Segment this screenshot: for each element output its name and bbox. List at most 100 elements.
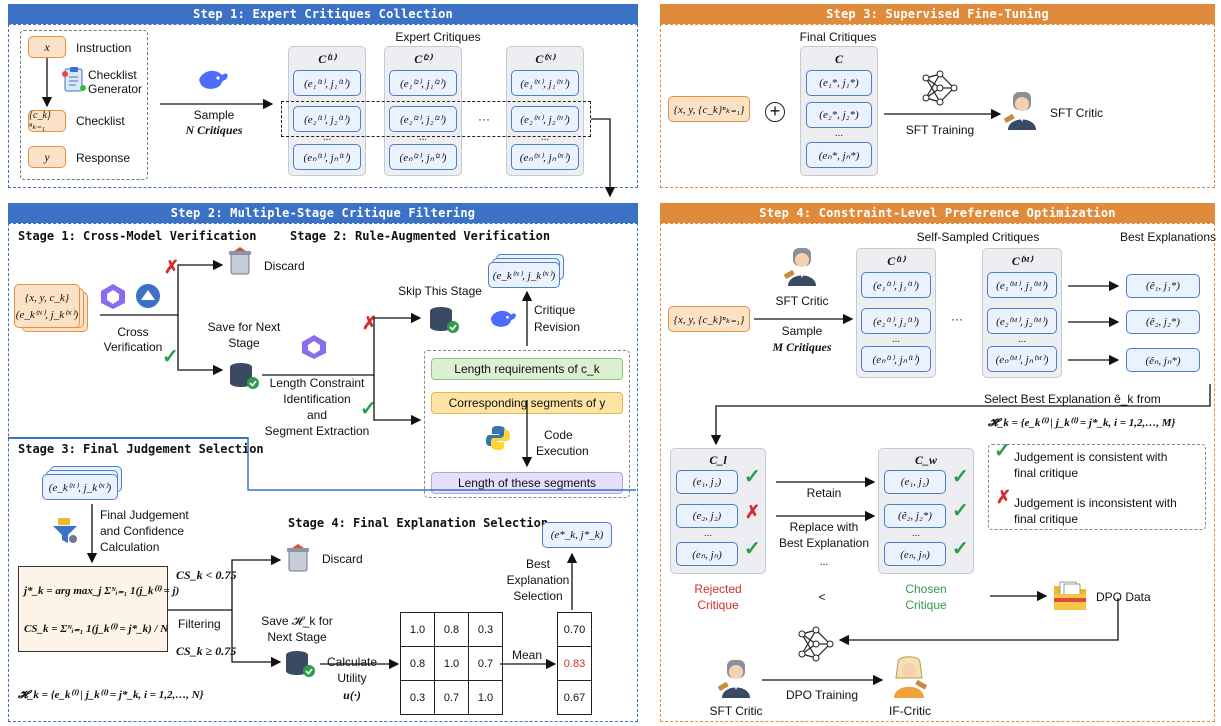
critique-cell: (e₂⁽¹⁾, j₂⁽¹⁾) xyxy=(293,106,361,132)
cross-label-2: Verification xyxy=(103,340,163,354)
checklist-icon xyxy=(62,66,86,94)
matrix-cell: 1.0 xyxy=(400,612,435,647)
rejected-label-1: Rejected xyxy=(694,582,742,596)
trash-icon xyxy=(228,247,252,275)
stage2-title: Stage 2: Rule-Augmented Verification xyxy=(290,229,551,243)
h-hat-formula: 𝓗̂_k = {e_k⁽ⁱ⁾ | j_k⁽ⁱ⁾ = j*_k, i = 1,2,… xyxy=(988,417,1176,429)
discard-label: Discard xyxy=(264,259,305,273)
calc-label-1: Calculate xyxy=(326,655,378,669)
legend-ok-1: Judgement is consistent with xyxy=(1014,450,1168,464)
whale-icon xyxy=(196,66,230,94)
matrix-cell: 0.8 xyxy=(400,646,435,681)
column-head: C⁽¹⁾ xyxy=(318,52,336,66)
sample-label-1: Sample xyxy=(193,108,235,122)
sample-m-label-1: Sample xyxy=(781,324,823,338)
x-box: x xyxy=(28,36,66,58)
if-critic-label: IF-Critic xyxy=(889,704,931,718)
step4-header: Step 4: Constraint-Level Preference Opti… xyxy=(660,203,1215,223)
database-icon-3 xyxy=(284,648,316,678)
legend-bad-2: final critique xyxy=(1014,512,1079,526)
final-judgement-1: Final Judgement xyxy=(100,508,189,522)
critique-cell: (eₙ⁽¹⁾, jₙ⁽¹⁾) xyxy=(861,346,931,372)
reject-x-icon: ✗ xyxy=(164,257,180,277)
critique-cell: (eₙ⁽ᴹ⁾, jₙ⁽ᴹ⁾) xyxy=(987,346,1057,372)
self-sampled-label: Self-Sampled Critiques xyxy=(916,230,1040,244)
save-label-2: Stage xyxy=(228,336,260,350)
funnel-icon xyxy=(50,516,80,546)
check-icon: ✓ xyxy=(952,466,969,488)
accept-check-icon-2: ✓ xyxy=(360,398,377,420)
h-set-formula: 𝓗_k = {e_k⁽ⁱ⁾ | j_k⁽ⁱ⁾ = j*_k, i = 1,2,…… xyxy=(18,689,204,701)
critique-cell: (e₂⁽²⁾, j₂⁽²⁾) xyxy=(389,106,457,132)
critique-cell: (e₂⁽ᴹ⁾, j₂⁽ᴹ⁾) xyxy=(987,308,1057,334)
sample-m-label-2: M Critiques xyxy=(772,340,832,354)
step3-panel xyxy=(660,24,1215,188)
replace-label-1: Replace with xyxy=(789,520,859,534)
formula-cs: CS_k = Σᴺᵢ₌₁ 1(j_k⁽ⁱ⁾ = j*_k) / N xyxy=(24,623,169,635)
chosen-label-1: Chosen xyxy=(905,582,947,596)
dots: ... xyxy=(703,528,713,539)
legend-check-icon: ✓ xyxy=(994,440,1011,462)
input-group xyxy=(20,30,148,180)
best-output-cell: (e*_k, j*_k) xyxy=(542,522,612,548)
rejected-label-2: Critique xyxy=(697,598,739,612)
code-label-1: Code xyxy=(544,428,573,442)
judge-icon-2 xyxy=(782,246,822,288)
critique-cell: (eₙ*, jₙ*) xyxy=(806,142,872,168)
critique-cell: (e₁, j₁) xyxy=(884,470,946,494)
critique-cell: (eₙ⁽²⁾, jₙ⁽²⁾) xyxy=(389,144,457,170)
matrix-cell: 0.7 xyxy=(434,680,469,715)
formula-jstar: j*_k = arg max_j Σᴺᵢ₌₁ 1(j_k⁽ⁱ⁾ = j) xyxy=(24,585,180,597)
response-label: Response xyxy=(76,151,131,165)
judge-icon-3 xyxy=(716,658,756,700)
best-explanation-cell: (ê₂, j₂*) xyxy=(1126,310,1200,334)
matrix-cell: 0.3 xyxy=(400,680,435,715)
critique-revision-1: Critique xyxy=(534,303,576,317)
save-h-label-2: Next Stage xyxy=(267,630,327,644)
step3-header: Step 3: Supervised Fine-Tuning xyxy=(660,4,1215,24)
calc-label-2: Utility xyxy=(337,671,367,685)
folder-icon xyxy=(1052,580,1088,612)
best-explanation-cell: (êₙ, jₙ*) xyxy=(1126,348,1200,372)
stage4-title: Stage 4: Final Explanation Selection xyxy=(288,516,549,530)
legend-ok-2: final critique xyxy=(1014,466,1079,480)
chosen-label-2: Critique xyxy=(905,598,947,612)
legend-box xyxy=(988,444,1206,530)
best-explanations-label: Best Explanations xyxy=(1119,230,1217,244)
len-label-1: Length Constraint xyxy=(269,376,365,390)
legend-x-icon: ✗ xyxy=(996,487,1012,507)
column-ellipsis: ··· xyxy=(478,112,490,126)
reject-x-icon-2: ✗ xyxy=(362,313,378,333)
formula-box xyxy=(18,566,168,652)
matrix-cell: 1.0 xyxy=(468,680,503,715)
step3-input-box: {x, y, {c_k}ⁿₖ₌₁} xyxy=(668,96,750,122)
step1-panel xyxy=(8,24,638,188)
cs-ge-label: CS_k ≥ 0.75 xyxy=(176,644,237,658)
cs-lt-label: CS_k < 0.75 xyxy=(176,568,237,582)
step4-input-box: {x, y, {c_k}ⁿₖ₌₁} xyxy=(668,306,750,332)
check-icon: ✓ xyxy=(744,538,761,560)
stage3-divider xyxy=(8,437,248,439)
dpo-training-label: DPO Training xyxy=(785,688,859,702)
selected-row-outline xyxy=(281,101,591,137)
corresponding-segments-box: Corresponding segments of y xyxy=(431,392,623,414)
network-icon-2 xyxy=(798,626,834,662)
critique-cell: (e₁⁽ᴺ⁾, j₁⁽ᴺ⁾) xyxy=(511,70,579,96)
mean-cell: 0.83 xyxy=(557,646,592,681)
cl-head: C_l xyxy=(709,453,727,467)
len-label-4: Segment Extraction xyxy=(264,424,370,438)
critique-cell: (eₙ⁽ᴺ⁾, jₙ⁽ᴺ⁾) xyxy=(511,144,579,170)
stage3-title: Stage 3: Final Judgement Selection xyxy=(18,442,264,456)
best-label-1: Best xyxy=(525,557,551,571)
critique-cell: (e₂⁽¹⁾, j₂⁽¹⁾) xyxy=(861,308,931,334)
critique-cell: (eₙ⁽¹⁾, jₙ⁽¹⁾) xyxy=(293,144,361,170)
if-critic-icon xyxy=(888,656,930,700)
python-icon xyxy=(484,424,512,452)
sft-training-label: SFT Training xyxy=(905,123,975,137)
len-label-3: and xyxy=(306,408,328,422)
column-head: C⁽ᴹ⁾ xyxy=(1011,254,1033,268)
database-icon-2 xyxy=(428,304,460,334)
column-head: C⁽ᴺ⁾ xyxy=(535,52,555,66)
whale-icon-2 xyxy=(488,306,518,332)
dots: ... xyxy=(834,128,844,139)
